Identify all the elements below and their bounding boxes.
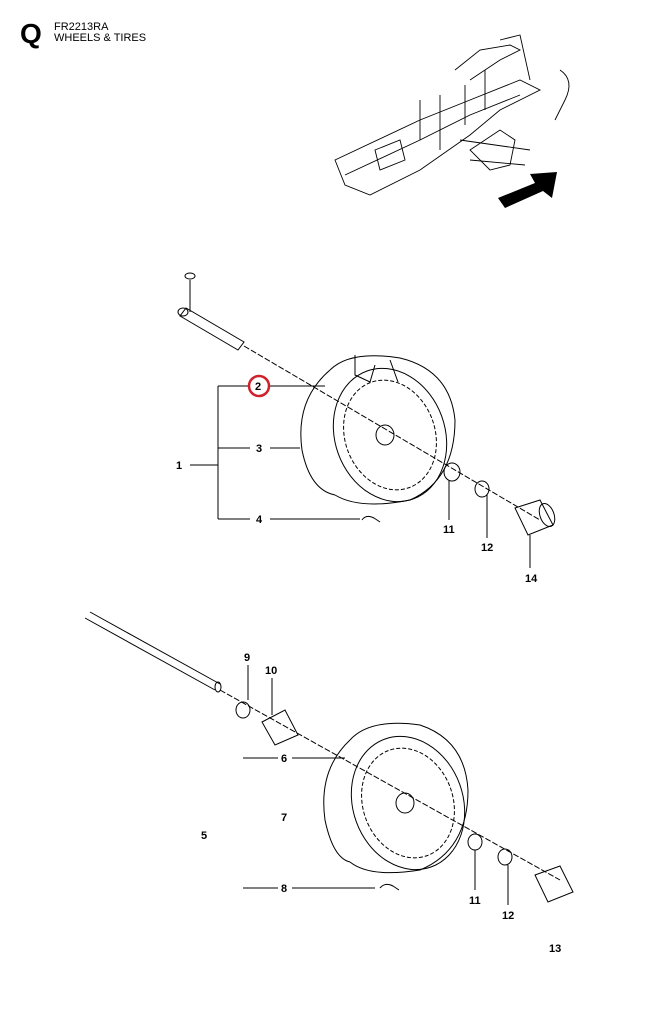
callout-11-upper[interactable]: 11 [443,524,455,536]
callout-9[interactable]: 9 [244,652,250,664]
callout-7[interactable]: 7 [281,812,287,824]
valve-stem-part [361,515,381,523]
washer-part [443,462,461,482]
frame-overview-illustration [334,34,570,196]
callout-5[interactable]: 5 [201,830,207,842]
model-code: FR2213RA [54,21,109,33]
callout-13[interactable]: 13 [549,943,561,955]
section-letter: Q [20,18,42,49]
clip-part [184,272,196,280]
callout-12-upper[interactable]: 12 [481,542,493,554]
view-direction-arrow-icon [498,172,557,208]
callout-8[interactable]: 8 [281,883,287,895]
section-title: WHEELS & TIRES [54,32,147,44]
retainer-part [474,480,490,498]
lower-wheel-rim [350,735,466,871]
upper-wheel-rim [332,367,448,503]
axle-shaft-part [179,307,245,351]
upper-wheel-assembly [177,272,556,568]
lower-cap-part [534,865,574,903]
callout-6[interactable]: 6 [281,753,287,765]
callout-2[interactable]: 2 [255,381,261,393]
callout-12-lower[interactable]: 12 [502,910,514,922]
callout-10[interactable]: 10 [265,665,277,677]
callout-14[interactable]: 14 [525,573,538,585]
cap-part [514,499,554,536]
highlight-circle-part-2 [247,374,271,398]
callout-4[interactable]: 4 [256,514,263,526]
callout-1[interactable]: 1 [176,460,182,472]
long-axle-part [84,611,221,691]
lower-wheel-assembly [84,611,574,905]
lower-washer-part [235,701,251,719]
bushing-part [261,709,299,746]
callout-11-lower[interactable]: 11 [469,895,481,907]
callout-3[interactable]: 3 [256,443,262,455]
